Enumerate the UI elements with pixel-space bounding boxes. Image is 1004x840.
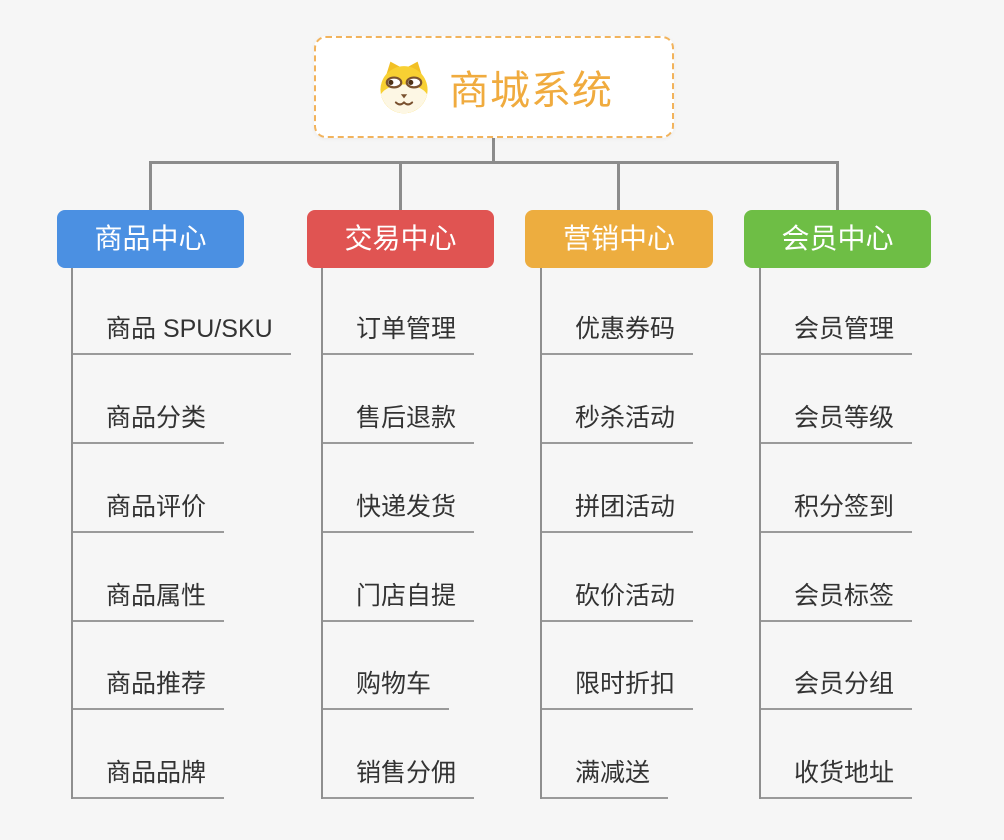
subtopic-node[interactable]: 商品品牌: [73, 755, 225, 799]
subtopic-node[interactable]: 秒杀活动: [542, 400, 694, 444]
subtopic-node[interactable]: 商品分类: [73, 400, 225, 444]
subtopic-node[interactable]: 商品评价: [73, 489, 225, 533]
branch-node-product-center[interactable]: 商品中心: [57, 210, 244, 268]
root-node-mall-system[interactable]: 商城系统: [314, 36, 674, 138]
subtopic-node[interactable]: 收货地址: [761, 755, 913, 799]
subtopic-node[interactable]: 积分签到: [761, 489, 913, 533]
subtopic-node[interactable]: 会员等级: [761, 400, 913, 444]
subtopic-node[interactable]: 会员管理: [761, 311, 913, 355]
subtopic-node[interactable]: 门店自提: [323, 578, 475, 622]
branch-node-member-center[interactable]: 会员中心: [744, 210, 931, 268]
connector-drop-member: [836, 161, 839, 210]
branch-node-trade-center[interactable]: 交易中心: [307, 210, 494, 268]
subtopic-node[interactable]: 销售分佣: [323, 755, 475, 799]
subtopic-node[interactable]: 砍价活动: [542, 578, 694, 622]
subtopic-node[interactable]: 商品 SPU/SKU: [73, 311, 291, 355]
subtopic-node[interactable]: 满减送: [542, 755, 669, 799]
branch-member-subtopics: 会员管理 会员等级 积分签到 会员标签 会员分组 收货地址: [759, 268, 991, 799]
branch-marketing-subtopics: 优惠券码 秒杀活动 拼团活动 砍价活动 限时折扣 满减送: [540, 268, 772, 799]
subtopic-node[interactable]: 优惠券码: [542, 311, 694, 355]
subtopic-node[interactable]: 会员标签: [761, 578, 913, 622]
subtopic-node[interactable]: 会员分组: [761, 666, 913, 710]
connector-drop-marketing: [617, 161, 620, 210]
subtopic-node[interactable]: 限时折扣: [542, 666, 694, 710]
subtopic-node[interactable]: 订单管理: [323, 311, 475, 355]
subtopic-node[interactable]: 商品推荐: [73, 666, 225, 710]
connector-drop-trade: [399, 161, 402, 210]
subtopic-node[interactable]: 快递发货: [323, 489, 475, 533]
branch-node-marketing-center[interactable]: 营销中心: [525, 210, 713, 268]
branch-product-subtopics: 商品 SPU/SKU 商品分类 商品评价 商品属性 商品推荐 商品品牌: [71, 268, 303, 799]
connector-drop-product: [149, 161, 152, 210]
root-node-title: 商城系统: [449, 69, 613, 113]
subtopic-node[interactable]: 商品属性: [73, 578, 225, 622]
subtopic-node[interactable]: 售后退款: [323, 400, 475, 444]
connector-rail: [149, 161, 839, 164]
dog-face-icon: [380, 61, 428, 114]
connector-root-stem: [492, 138, 495, 164]
subtopic-node[interactable]: 购物车: [323, 666, 450, 710]
branch-trade-subtopics: 订单管理 售后退款 快递发货 门店自提 购物车 销售分佣: [321, 268, 553, 799]
subtopic-node[interactable]: 拼团活动: [542, 489, 694, 533]
